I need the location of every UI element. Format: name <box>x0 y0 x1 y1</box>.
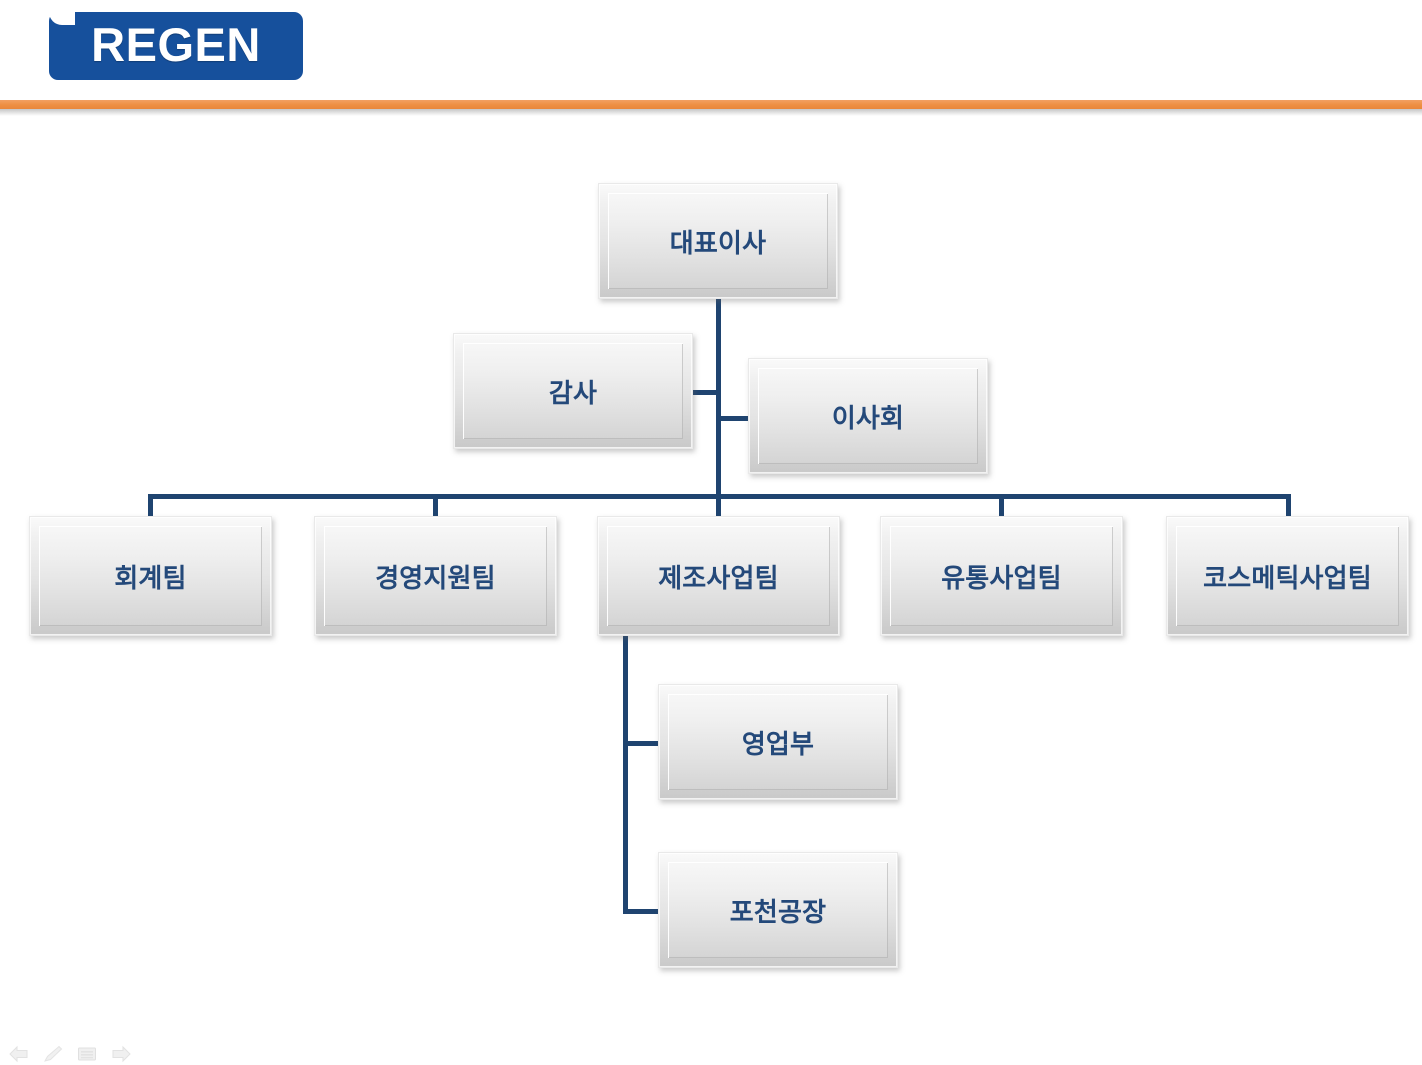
connector-manufac-sales <box>623 741 663 746</box>
org-node-factory[interactable]: 포천공장 <box>658 852 898 968</box>
org-node-label: 대표이사 <box>669 227 767 258</box>
connector-ceo-board <box>716 416 752 421</box>
connector-ceo-auditor <box>688 390 720 395</box>
org-node-label: 감사 <box>548 377 598 408</box>
connector-ceo-trunk <box>716 298 721 498</box>
header-orange-rule <box>0 100 1422 109</box>
bottom-nav-bar <box>8 1042 138 1065</box>
org-node-label: 유통사업팀 <box>941 562 1062 593</box>
pen-icon[interactable] <box>42 1045 64 1063</box>
org-node-label: 제조사업팀 <box>658 562 779 593</box>
org-node-label: 포천공장 <box>729 896 827 927</box>
logo-wordmark: REGEN <box>91 18 261 71</box>
org-node-ceo[interactable]: 대표이사 <box>598 183 838 299</box>
org-node-label: 이사회 <box>831 402 905 433</box>
connector-drop-manufac <box>716 494 721 518</box>
org-node-manufac[interactable]: 제조사업팀 <box>597 516 840 636</box>
org-node-cosmetic[interactable]: 코스메틱사업팀 <box>1166 516 1409 636</box>
connector-manufac-spine <box>623 634 628 914</box>
forward-arrow-icon[interactable] <box>110 1045 132 1063</box>
org-node-label: 영업부 <box>741 728 815 759</box>
org-node-sales[interactable]: 영업부 <box>658 684 898 800</box>
header-rule-shadow <box>0 109 1422 116</box>
back-arrow-icon[interactable] <box>8 1045 30 1063</box>
org-node-mgmt[interactable]: 경영지원팀 <box>314 516 557 636</box>
org-node-board[interactable]: 이사회 <box>748 358 988 474</box>
notes-icon[interactable] <box>76 1045 98 1063</box>
connector-manufac-factory <box>623 909 663 914</box>
connector-drop-accounting <box>148 494 153 518</box>
slide-header: REGEN <box>0 0 1422 100</box>
regen-logo: REGEN <box>49 12 303 80</box>
org-node-label: 코스메틱사업팀 <box>1203 562 1372 593</box>
org-node-label: 경영지원팀 <box>375 562 496 593</box>
org-node-distrib[interactable]: 유통사업팀 <box>880 516 1123 636</box>
org-node-accounting[interactable]: 회계팀 <box>29 516 272 636</box>
connector-drop-mgmt <box>433 494 438 518</box>
org-node-label: 회계팀 <box>114 562 187 593</box>
connector-drop-distrib <box>999 494 1004 518</box>
org-node-auditor[interactable]: 감사 <box>453 333 693 449</box>
connector-drop-cosmetic <box>1286 494 1291 518</box>
logo-notch-shape <box>49 12 75 25</box>
